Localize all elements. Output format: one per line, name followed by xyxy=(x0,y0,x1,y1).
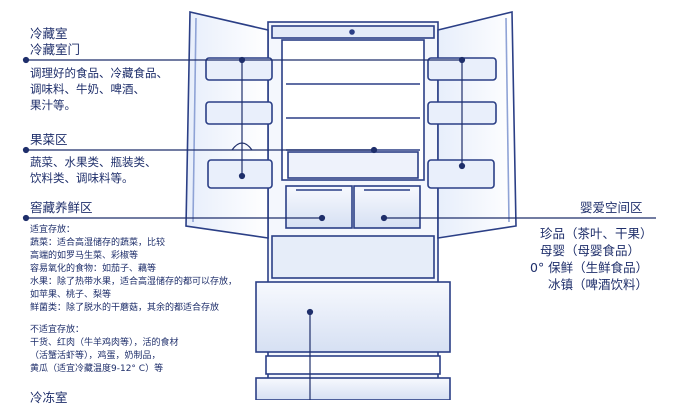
label-freezer-title: 冷冻室 xyxy=(30,390,68,405)
cellar-detail-2: 蔬菜：适合高湿储存的蔬菜，比较 xyxy=(30,238,166,248)
left-door-panel xyxy=(185,10,269,239)
left-door-bin-1 xyxy=(205,57,273,81)
right-door xyxy=(427,10,517,239)
label-fridge-title: 冷藏室 xyxy=(30,26,68,41)
fridge-door-items-3: 果汁等。 xyxy=(30,98,76,112)
left-door-bin-2 xyxy=(205,101,273,125)
cellar-detail-7: 鲜菌类：除了脱水的干蘑菇，其余的都适合存放 xyxy=(30,303,220,313)
left-door-edge xyxy=(192,17,197,223)
bottom-drawer xyxy=(255,377,451,400)
not-suitable-3: （活蟹活虾等），鸡蛋，奶制品， xyxy=(30,351,161,361)
label-baby-title: 婴爱空间区 xyxy=(580,200,643,215)
left-door xyxy=(185,10,273,239)
veg-items-1: 蔬菜、水果类、瓶装类、 xyxy=(30,155,157,169)
cellar-detail-3: 高端的如罗马生菜、彩椒等 xyxy=(30,251,139,261)
veg-items-2: 饮料类、调味料等。 xyxy=(30,171,134,185)
right-door-panel xyxy=(437,10,517,239)
baby-item-1: 珍品（茶叶、干果） xyxy=(540,226,653,241)
baby-item-4: 冰镇（啤酒饮料） xyxy=(548,277,649,292)
cellar-detail-4: 容易氧化的食物：如茄子、藕等 xyxy=(30,264,157,274)
not-suitable-2: 干货、红肉（牛羊鸡肉等），活的食材 xyxy=(30,338,179,348)
right-door-bin-3 xyxy=(427,159,495,189)
callout-lines xyxy=(22,56,656,400)
freezer-drawer-inner xyxy=(265,355,441,375)
cellar-detail-6: 如苹果、桃子、梨等 xyxy=(30,290,112,300)
not-suitable-1: 不适宜存放： xyxy=(30,325,85,335)
interior-crisper xyxy=(287,151,419,179)
right-door-edge xyxy=(505,17,510,223)
lower-section xyxy=(255,235,451,400)
cellar-drawer xyxy=(285,185,353,229)
not-suitable-4: 黄瓜（适宜冷藏温度9-12° C）等 xyxy=(30,364,164,374)
cellar-detail-5: 水果：除了热带水果，适合高湿储存的都可以存放， xyxy=(30,277,238,287)
lower-upper-drawer xyxy=(271,235,435,279)
baby-item-3: 0° 保鲜（生鲜食品） xyxy=(530,260,649,275)
label-cellar-title: 窖藏养鲜区 xyxy=(30,200,93,215)
baby-space-drawer xyxy=(353,185,421,229)
cellar-detail-1: 适宜存放： xyxy=(30,225,76,235)
label-fridge-door: 冷藏室门 xyxy=(30,42,81,57)
fridge-door-items-1: 调理好的食品、冷藏食品、 xyxy=(30,66,168,80)
fridge-door-items-2: 调味料、牛奶、啤酒、 xyxy=(30,82,145,96)
label-veg-title: 果菜区 xyxy=(30,132,68,147)
freezer-drawer xyxy=(255,281,451,353)
middle-drawers xyxy=(285,185,421,229)
baby-item-2: 母婴（母婴食品） xyxy=(540,243,641,258)
top-indicator xyxy=(349,29,355,35)
